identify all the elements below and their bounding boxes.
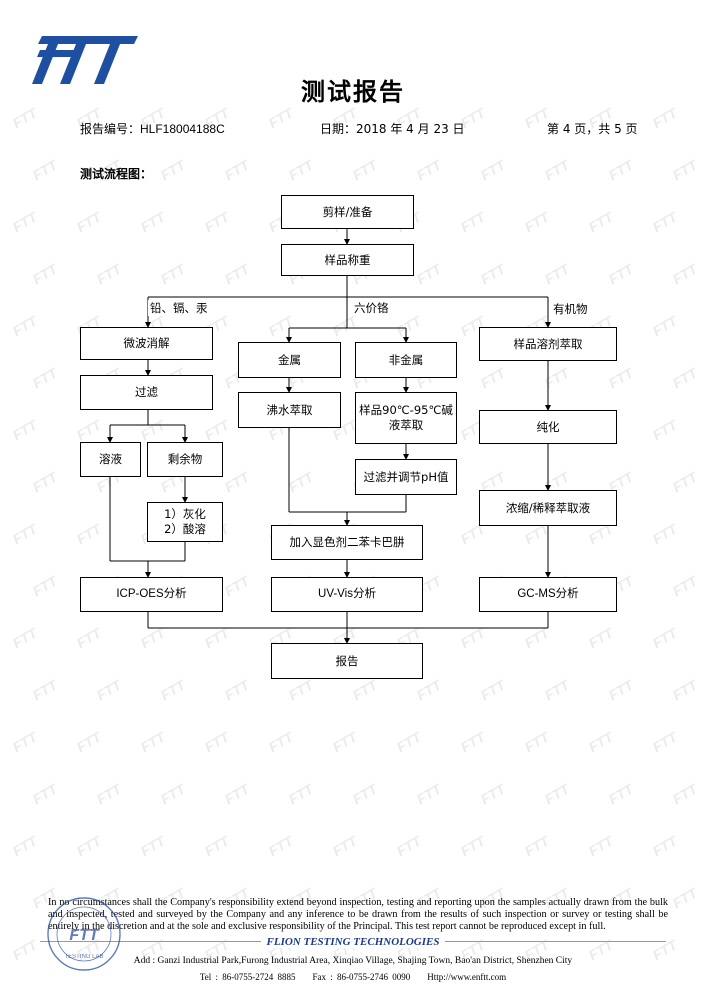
- box-ash-acid: 1）灰化 2）酸溶: [147, 502, 223, 542]
- company-contact: Tel : 86-0755-2724 8885 Fax : 86-0755-27…: [0, 972, 706, 982]
- branch-label-hexavalent-chromium: 六价铬: [352, 300, 391, 316]
- alkaline-line-2: 液萃取: [388, 418, 424, 432]
- box-filter: 过滤: [80, 375, 213, 410]
- box-report: 报告: [271, 643, 423, 679]
- fax: Fax : 86-0755-2746 0090: [312, 972, 411, 982]
- alkaline-line-1: 样品90℃-95℃碱: [359, 403, 453, 417]
- box-microwave-digestion: 微波消解: [80, 327, 213, 360]
- company-name: FLION TESTING TECHNOLOGIES: [0, 936, 706, 948]
- box-boiling-water-extraction: 沸水萃取: [238, 392, 341, 428]
- branch-label-heavy-metals: 铅、镉、汞: [148, 300, 210, 316]
- box-add-reagent: 加入显色剂二苯卡巴肼: [271, 525, 423, 560]
- report-title: 测试报告: [301, 78, 405, 106]
- ash-step-2: 2）酸溶: [164, 522, 206, 536]
- box-concentrate-dilute: 浓缩/稀释萃取液: [479, 490, 617, 526]
- box-icp-oes: ICP-OES分析: [80, 577, 223, 612]
- box-purify: 纯化: [479, 410, 617, 444]
- ftt-logo: [32, 36, 138, 84]
- ash-step-1: 1）灰化: [164, 507, 206, 521]
- svg-text:FTT: FTT: [69, 927, 100, 944]
- branch-label-organics: 有机物: [551, 301, 590, 317]
- section-title: 测试流程图：: [80, 167, 153, 181]
- report-number: 报告编号：HLF18004188C: [80, 122, 225, 136]
- company-address: Add : Ganzi Industrial Park,Furong Indus…: [133, 956, 573, 966]
- box-alkaline-extraction: 样品90℃-95℃碱 液萃取: [355, 392, 457, 444]
- box-solution: 溶液: [80, 442, 141, 477]
- box-filter-ph: 过滤并调节pH值: [355, 459, 457, 495]
- box-weigh-sample: 样品称重: [281, 244, 414, 276]
- box-gc-ms: GC-MS分析: [479, 577, 617, 612]
- disclaimer: In no circumstances shall the Company's …: [48, 897, 668, 932]
- box-uv-vis: UV-Vis分析: [271, 577, 423, 612]
- box-nonmetal: 非金属: [355, 342, 457, 378]
- website: Http://www.enftt.com: [427, 972, 507, 982]
- page-number: 第 4 页，共 5 页: [547, 122, 638, 136]
- tel: Tel : 86-0755-2724 8885: [199, 972, 296, 982]
- testing-lab-stamp: FTT TESTING LAB: [47, 897, 121, 971]
- box-metal: 金属: [238, 342, 341, 378]
- box-cut-prepare: 剪样/准备: [281, 195, 414, 229]
- report-date: 日期：2018 年 4 月 23 日: [320, 122, 465, 136]
- box-solvent-extraction: 样品溶剂萃取: [479, 327, 617, 361]
- stamp-label: TESTING LAB: [64, 954, 103, 960]
- box-residue: 剩余物: [147, 442, 223, 477]
